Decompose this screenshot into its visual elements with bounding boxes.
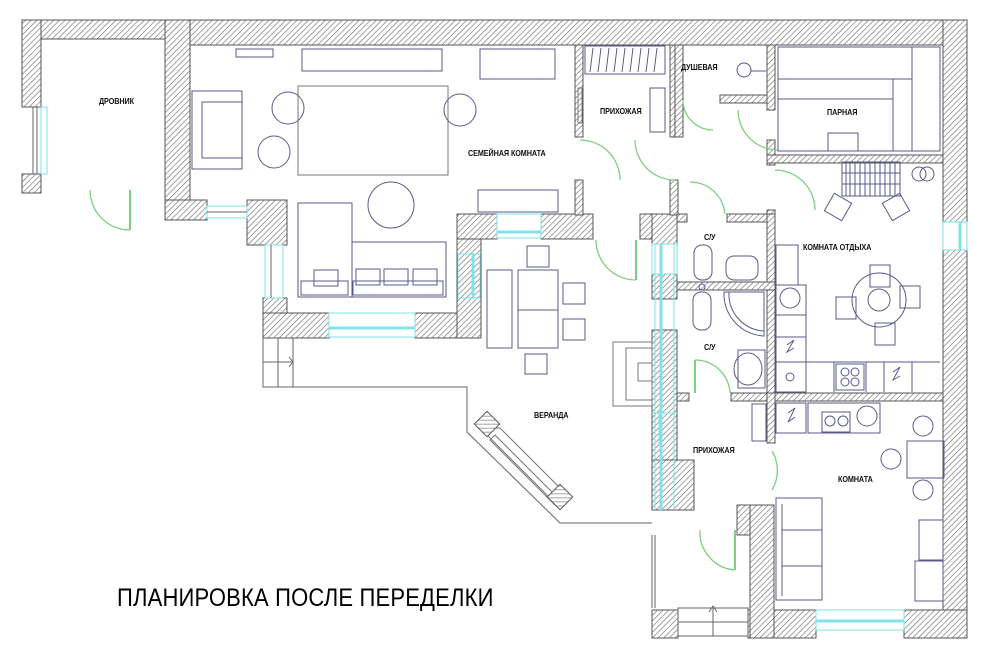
room-furniture <box>751 402 945 602</box>
family-room-furniture <box>191 48 559 298</box>
room-label-shower: ДУШЕВАЯ <box>681 62 718 72</box>
interior-walls <box>574 44 944 444</box>
room-label-family-room: СЕМЕЙНАЯ КОМНАТА <box>468 148 546 158</box>
room-label-hallway-bottom: ПРИХОЖАЯ <box>693 445 735 455</box>
windows <box>32 106 968 631</box>
plan-title: ПЛАНИРОВКА ПОСЛЕ ПЕРЕДЕЛКИ <box>117 584 494 612</box>
veranda-furniture <box>486 245 586 375</box>
veranda-outline <box>262 338 653 524</box>
room-label-room: КОМНАТА <box>838 474 873 484</box>
service-rooms-furniture <box>577 45 941 152</box>
entrance-steps <box>651 535 749 637</box>
room-label-veranda: ВЕРАНДА <box>534 410 569 420</box>
wc-furniture <box>692 244 766 389</box>
exterior-walls <box>21 19 968 639</box>
room-label-drovnik: ДРОВНИК <box>99 96 134 106</box>
room-label-steam-room: ПАРНАЯ <box>827 107 858 117</box>
rest-room-furniture <box>775 161 940 393</box>
room-label-hallway-top: ПРИХОЖАЯ <box>600 106 642 116</box>
room-label-wc-top: С/У <box>704 232 716 242</box>
doors <box>89 99 816 571</box>
room-label-rest-room: КОМНАТА ОТДЫХА <box>803 242 872 252</box>
room-label-wc-bottom: С/У <box>704 342 716 352</box>
